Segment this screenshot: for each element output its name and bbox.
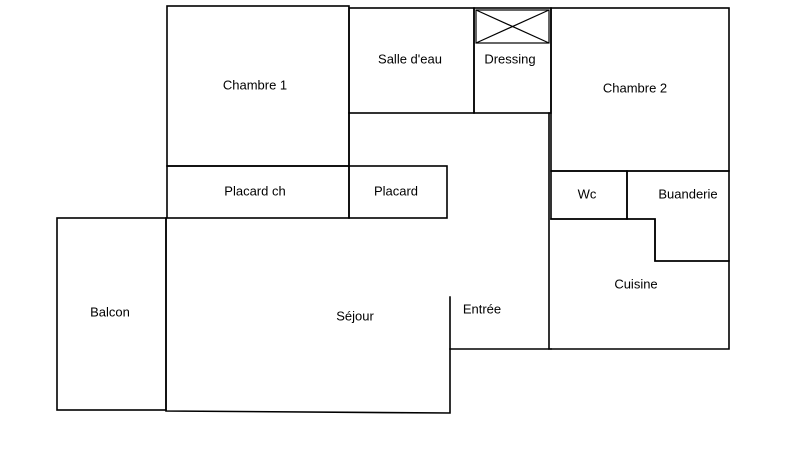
room-buanderie <box>626 170 730 262</box>
room-cuisine <box>550 218 730 350</box>
label-entree: Entrée <box>463 301 501 316</box>
label-salle-deau: Salle d'eau <box>378 51 442 66</box>
label-cuisine: Cuisine <box>614 276 657 291</box>
label-sejour: Séjour <box>336 308 374 323</box>
label-placard: Placard <box>374 183 418 198</box>
label-balcon: Balcon <box>90 304 130 319</box>
label-dressing: Dressing <box>484 51 535 66</box>
room-sejour <box>165 217 451 414</box>
label-wc: Wc <box>578 186 597 201</box>
label-placard-ch: Placard ch <box>224 183 285 198</box>
room-placard <box>348 165 448 219</box>
label-chambre-2: Chambre 2 <box>603 80 667 95</box>
label-chambre-1: Chambre 1 <box>223 77 287 92</box>
dressing-cross-marker <box>475 9 550 44</box>
label-buanderie: Buanderie <box>658 186 717 201</box>
